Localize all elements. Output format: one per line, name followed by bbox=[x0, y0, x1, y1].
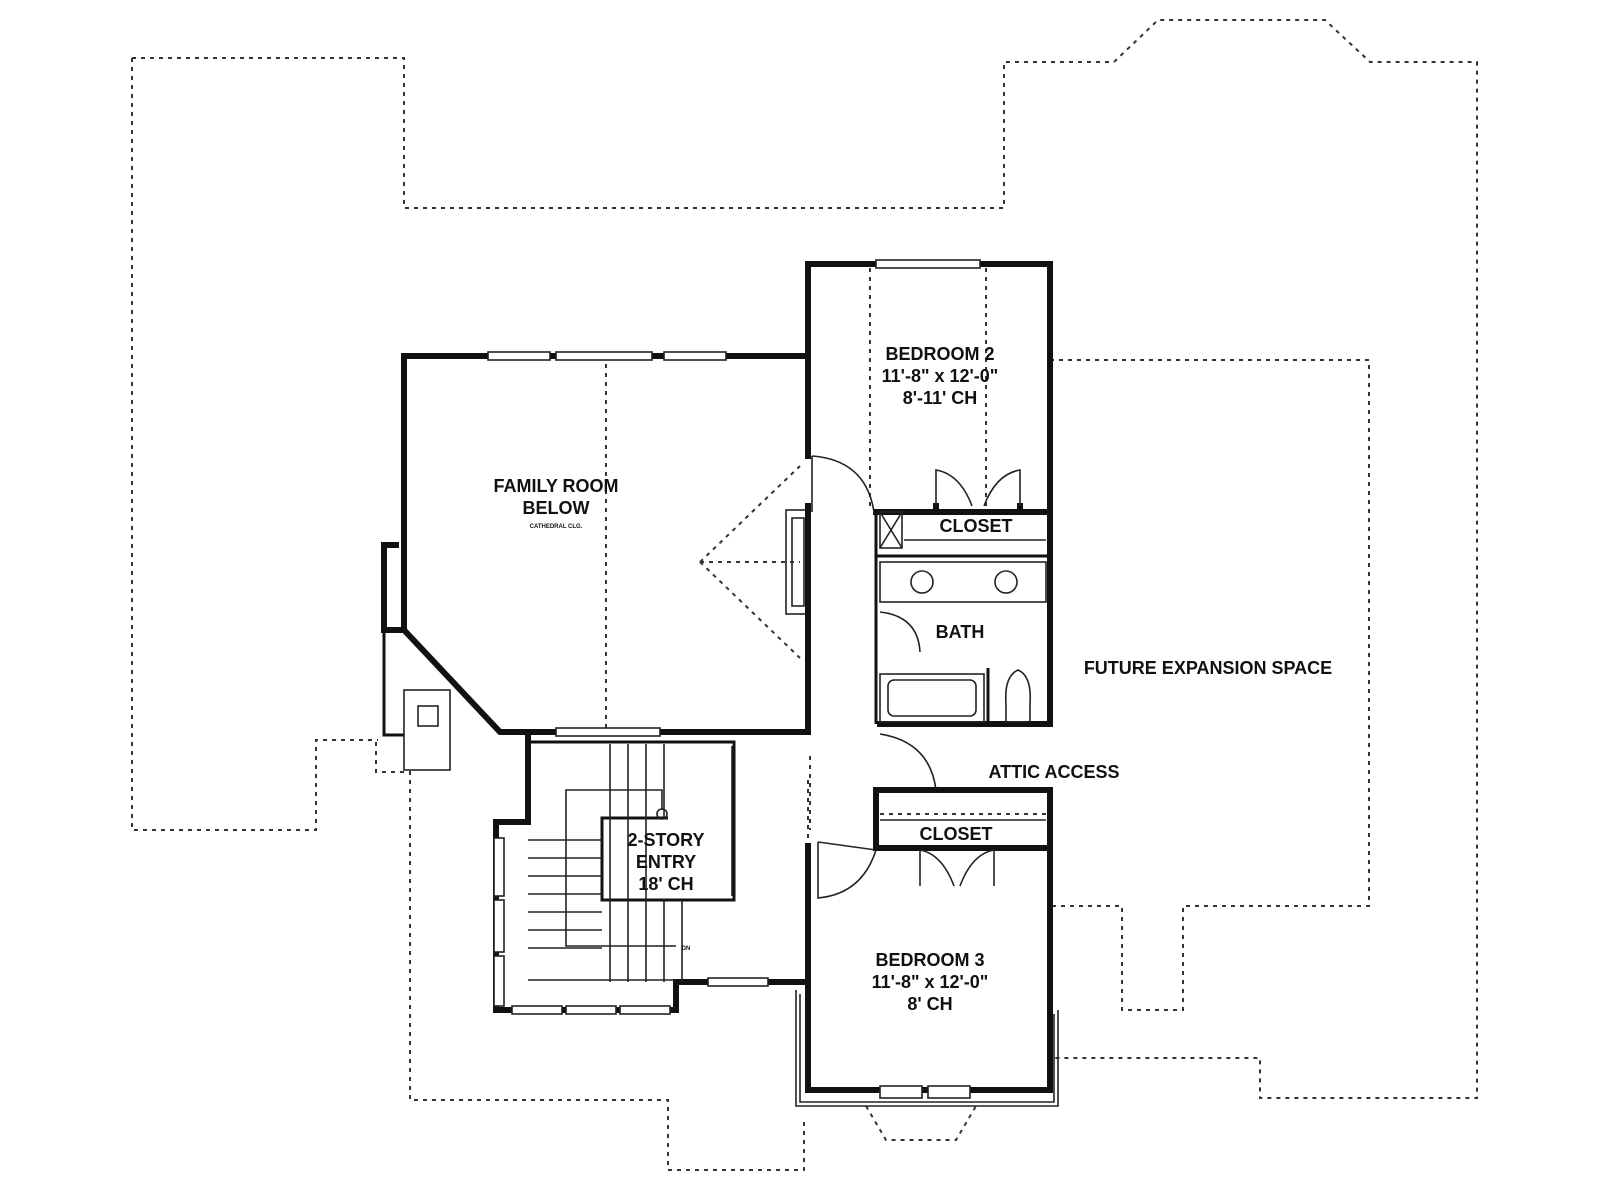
toilet bbox=[1004, 669, 1032, 723]
bath-label: BATH bbox=[936, 622, 985, 642]
bedroom-2-size: 11'-8" x 12'-0" bbox=[882, 366, 999, 386]
bedroom-3-walls bbox=[795, 787, 1059, 1107]
closet-upper-label: CLOSET bbox=[939, 516, 1012, 536]
family-room-walls bbox=[381, 351, 811, 771]
window bbox=[707, 977, 769, 987]
sink bbox=[910, 570, 934, 594]
future-expansion-label: FUTURE EXPANSION SPACE bbox=[1084, 658, 1332, 678]
entry-ceiling: 18' CH bbox=[638, 874, 693, 894]
chimney bbox=[403, 689, 451, 771]
closet-lower-label: CLOSET bbox=[919, 824, 992, 844]
window bbox=[619, 1005, 671, 1015]
bathtub bbox=[879, 673, 985, 723]
sink bbox=[994, 570, 1018, 594]
window bbox=[879, 1085, 923, 1099]
linen bbox=[879, 511, 903, 549]
window bbox=[493, 899, 505, 953]
stair-and-entry bbox=[493, 727, 811, 1015]
window bbox=[487, 351, 551, 361]
family-room-note: CATHEDRAL CLG. bbox=[530, 524, 583, 530]
entry-line-1: 2-STORY bbox=[627, 830, 704, 850]
closet-bath-walls bbox=[874, 511, 1050, 791]
bedroom-2-ceiling: 8'-11' CH bbox=[903, 388, 978, 408]
bedroom-2-walls bbox=[805, 259, 1053, 735]
bedroom-3-ceiling: 8' CH bbox=[907, 994, 952, 1014]
window bbox=[493, 955, 505, 1007]
window bbox=[555, 351, 653, 361]
attic-access-label: ATTIC ACCESS bbox=[988, 762, 1119, 782]
family-room-name: FAMILY ROOM bbox=[493, 476, 618, 496]
bedroom-3-name: BEDROOM 3 bbox=[875, 950, 984, 970]
stair-dn-note: DN bbox=[682, 946, 691, 952]
bedroom-3-size: 11'-8" x 12'-0" bbox=[872, 972, 989, 992]
lower-floor-outline bbox=[131, 19, 1478, 1171]
family-room-below: BELOW bbox=[523, 498, 590, 518]
window bbox=[927, 1085, 971, 1099]
vanity bbox=[879, 561, 1047, 603]
entry-line-2: ENTRY bbox=[636, 852, 696, 872]
window bbox=[565, 1005, 617, 1015]
window bbox=[493, 837, 505, 897]
bedroom-2-name: BEDROOM 2 bbox=[885, 344, 994, 364]
hallway bbox=[809, 756, 877, 899]
window bbox=[663, 351, 727, 361]
window bbox=[875, 259, 981, 269]
window bbox=[511, 1005, 563, 1015]
window bbox=[555, 727, 661, 737]
